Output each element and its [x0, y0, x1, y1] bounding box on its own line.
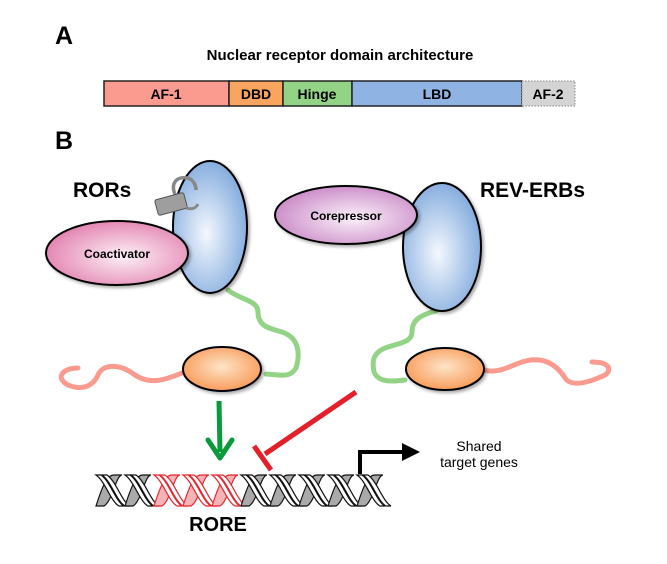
coactivator-label: Coactivator	[84, 247, 150, 261]
domain-af1-label: AF-1	[150, 86, 181, 102]
rev-erbs-title: REV-ERBs	[480, 179, 585, 202]
rev-erb-dbd	[405, 347, 485, 391]
dna-helix-turn	[297, 474, 334, 507]
rev-erb-lbd	[402, 182, 482, 312]
repression-arrow	[251, 389, 358, 472]
ror-af1-tail	[58, 363, 185, 390]
rore-label: RORE	[189, 514, 247, 536]
dna-helix-turn	[239, 474, 276, 507]
panel-b-label: B	[55, 127, 73, 155]
rev-erb-hinge-linker	[370, 308, 439, 384]
corepressor-label: Corepressor	[310, 209, 382, 223]
dna-helix	[94, 474, 392, 507]
rore-helix-turn	[210, 474, 247, 507]
rore-helix-turn	[152, 474, 189, 507]
domain-bar: AF-1 DBD Hinge LBD AF-2	[103, 80, 576, 107]
rors-title: RORs	[73, 179, 131, 202]
dna-helix-turn	[123, 474, 160, 507]
coactivator	[45, 220, 189, 286]
domain-af2	[521, 80, 576, 107]
dna-helix-turn	[94, 474, 131, 507]
target-genes-label-line2: target genes	[440, 454, 518, 470]
corepressor	[274, 185, 418, 245]
panel-a-label: A	[55, 22, 73, 50]
rore-helix-turn	[181, 474, 218, 507]
ror-helix12-loop	[171, 175, 198, 201]
dna-helix-turn	[268, 474, 305, 507]
rev-erb-af1-tail	[481, 357, 612, 386]
ror-hinge-linker	[225, 287, 301, 378]
domain-dbd-label: DBD	[241, 86, 271, 102]
domain-hinge	[282, 80, 353, 107]
activation-arrow	[205, 400, 235, 461]
domain-lbd-label: LBD	[423, 86, 452, 102]
transcription-start-arrow	[358, 443, 420, 474]
domain-dbd	[228, 80, 284, 107]
target-genes-label-line1: Shared	[456, 438, 501, 454]
dna-helix-turn	[355, 474, 392, 507]
ror-helix12-icon	[154, 192, 188, 216]
ror-helix12-tail	[185, 203, 200, 211]
ror-lbd	[172, 160, 248, 294]
domain-af1	[103, 80, 230, 107]
domain-af2-label: AF-2	[532, 86, 563, 102]
ror-dbd	[182, 346, 262, 392]
dna-helix-turn	[326, 474, 363, 507]
domain-hinge-label: Hinge	[298, 86, 337, 102]
domain-architecture-title: Nuclear receptor domain architecture	[207, 47, 474, 64]
